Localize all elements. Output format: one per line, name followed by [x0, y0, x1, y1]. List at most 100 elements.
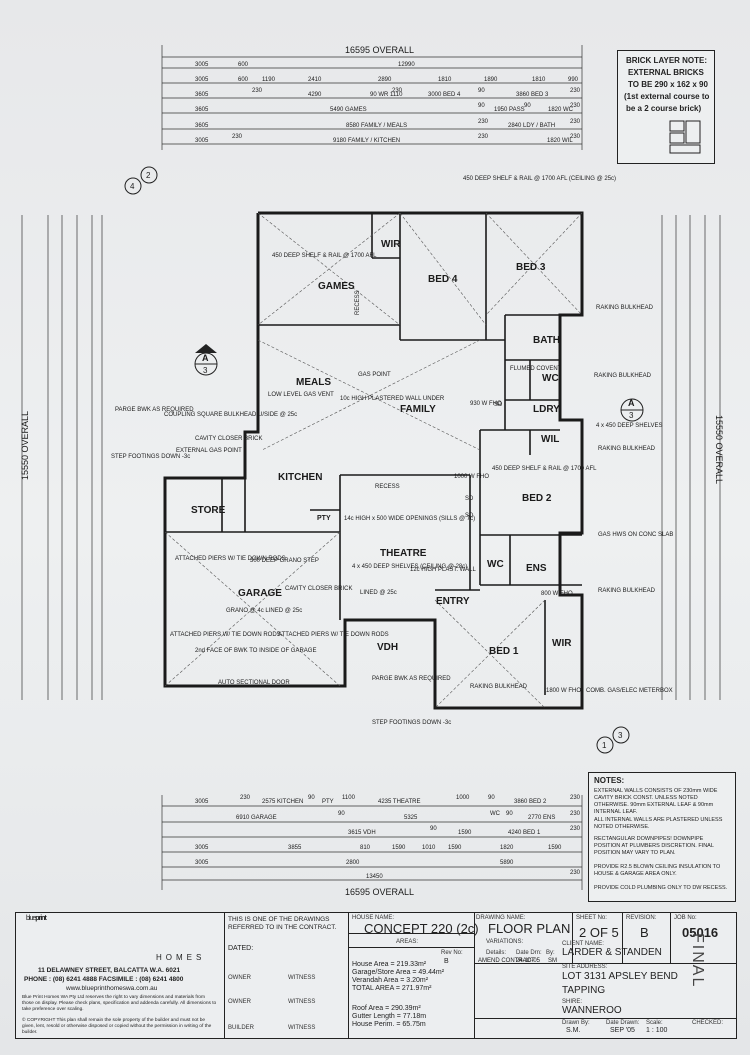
bd-r4-b: 3855 [288, 845, 302, 851]
note-piers1: ATTACHED PIERS W/ TIE DOWN RODS [175, 556, 286, 562]
td-r4-c: 90 [478, 103, 485, 109]
note-raking3: RAKING BULKHEAD [598, 446, 656, 452]
note-n5: PROVIDE COLD PLUMBING ONLY TO DW RECESS. [594, 885, 728, 891]
view-4-circle [124, 177, 142, 195]
view-3: 3 [618, 731, 623, 740]
bd-r4-f: 1590 [448, 845, 462, 851]
bd-r4-g: 1820 [500, 845, 514, 851]
area-house: House Area = 219.33m² [352, 961, 427, 968]
drawing-name-label: DRAWING NAME: [476, 915, 526, 921]
room-meals: MEALS [296, 377, 331, 388]
td-r3-a: 3605 [195, 92, 209, 98]
by-value: SM [548, 958, 557, 964]
job-value: 05016 [682, 925, 719, 940]
td-r3-c: 4290 [308, 92, 322, 98]
drawn-by-label: Drawn By: [562, 1020, 590, 1026]
bd-r4-d: 1590 [392, 845, 406, 851]
brick-note-l1: EXTERNAL BRICKS [628, 68, 704, 77]
td-r2-e: 2890 [378, 77, 392, 83]
builder-label: BUILDER [228, 1025, 255, 1031]
witness2-label: WITNESS [288, 999, 316, 1005]
brick-note-l2: TO BE 290 x 162 x 90 [628, 80, 708, 89]
td-r4-d: 1950 PASS [494, 107, 525, 113]
td-r5-a: 3605 [195, 123, 209, 129]
details-value: AMEND CONTRACT [478, 958, 535, 964]
note-recess2: RECESS [355, 290, 361, 315]
job-label: JOB No: [674, 915, 697, 921]
td-r2-b: 600 [238, 77, 249, 83]
bd-r2-c: 5325 [404, 815, 418, 821]
top-dims-text: 3005 600 12990 3005 600 1190 2410 2890 1… [195, 62, 581, 144]
bd-r2-d: WC [490, 811, 501, 817]
td-r1-c: 12990 [398, 62, 415, 68]
drawing-name: FLOOR PLAN [488, 921, 571, 936]
by-label: By: [546, 950, 555, 956]
ceiling-lines [164, 212, 583, 709]
final-stamp: FINAL [689, 933, 706, 989]
owner2-label: OWNER [228, 999, 251, 1005]
brick-course-icon [669, 120, 701, 154]
note-raking2: RAKING BULKHEAD [594, 373, 652, 379]
note-fho2: 1000 W FHO [454, 474, 489, 480]
td-r2-i: 990 [568, 77, 579, 83]
contract-note: THIS IS ONE OF THE DRAWINGS REFERRED TO … [228, 916, 337, 931]
note-plast12: 12c HIGH PLAST. WALL [410, 567, 476, 573]
bottom-dims-text: 3005 230 2575 KITCHEN 90 PTY 1100 4235 T… [195, 795, 581, 880]
td-r5-e: 230 [570, 119, 581, 125]
client-label: CLIENT NAME: [562, 941, 604, 947]
suburb-value: TAPPING [562, 985, 606, 996]
note-grano-step: 300 DEEP GRANO STEP [250, 558, 319, 564]
variations-label: VARIATIONS: [486, 939, 524, 945]
details-label: Details: [486, 950, 507, 956]
room-labels: GAMES BED 4 BED 3 WIR BATH MEALS FAMILY … [191, 239, 572, 657]
bottom-dimension-lines [161, 795, 583, 890]
company-rights: Blue Print Homes WA Pty Ltd reserves the… [22, 995, 217, 1012]
td-r2-f: 1810 [438, 77, 452, 83]
note-fho1: 930 W FHO [470, 401, 502, 407]
note-auto-door: AUTO SECTIONAL DOOR [218, 680, 290, 686]
rev-value: B [444, 958, 449, 965]
note-n3: RECTANGULAR DOWNPIPES! DOWNPIPE POSITION… [594, 836, 714, 856]
room-ldry: LDRY [533, 404, 560, 415]
note-hws: GAS HWS ON CONC SLAB [598, 532, 673, 538]
room-pty: PTY [317, 515, 331, 522]
bd-r1-c: 2575 KITCHEN [262, 799, 303, 805]
bd-r5-b: 2800 [346, 860, 360, 866]
scale-label: Scale: [646, 1020, 663, 1026]
note-parge2: PARGE BWK AS REQUIRED [372, 676, 451, 682]
top-dimension-lines [161, 45, 583, 150]
side-dimension-lines [21, 215, 721, 700]
date-drn-value: 24-10-05 [516, 958, 541, 964]
bd-r3-a: 3615 VDH [348, 830, 376, 836]
shire-label: SHIRE: [562, 999, 583, 1005]
td-r1-b: 600 [238, 62, 249, 68]
room-vdh: VDH [377, 642, 398, 653]
company-copyright: © COPYRIGHT This plan shall remain the s… [22, 1018, 212, 1035]
note-step2: STEP FOOTINGS DOWN -3c [372, 720, 451, 726]
note-shelf-bed2: 450 DEEP SHELF & RAIL @ 1700 AFL [492, 466, 597, 472]
areas-label: AREAS: [396, 939, 419, 945]
roof-area: Roof Area = 290.39m² [352, 1005, 421, 1012]
bd-r1-k: 230 [570, 795, 581, 801]
house-name-label: HOUSE NAME: [352, 915, 395, 921]
dated-label: DATED: [228, 945, 254, 952]
note-theatre-shelves: 4 x 450 DEEP SHELVES (CEILING @ 28c) [352, 564, 467, 570]
logo: blueprint [26, 915, 47, 922]
room-wir-bed1: WIR [552, 638, 572, 649]
section-markers: A 3 A 3 4 2 1 3 [124, 166, 644, 754]
room-family: FAMILY [400, 404, 436, 415]
bd-r3-e: 230 [570, 826, 581, 832]
td-r4-e: 90 [524, 103, 531, 109]
overall-right: 15550 OVERALL [714, 415, 724, 484]
note-piers3: ATTACHED PIERS W/ TIE DOWN RODS [278, 632, 389, 638]
td-r3-b: 230 [252, 88, 263, 94]
td-r3-g: 90 [478, 88, 485, 94]
note-grano-lined: GRANO @ 4c LINED @ 25c [226, 608, 302, 614]
note-shelf-bed3: 450 DEEP SHELF & RAIL @ 1700 AFL (CEILIN… [463, 176, 616, 182]
td-r3-e: 230 [392, 88, 403, 94]
note-raking5: RAKING BULKHEAD [470, 684, 528, 690]
bd-r5-a: 3005 [195, 860, 209, 866]
td-r3-h: 3860 BED 3 [516, 92, 549, 98]
view-1-circle [596, 736, 614, 754]
td-r6-d: 230 [478, 134, 489, 140]
